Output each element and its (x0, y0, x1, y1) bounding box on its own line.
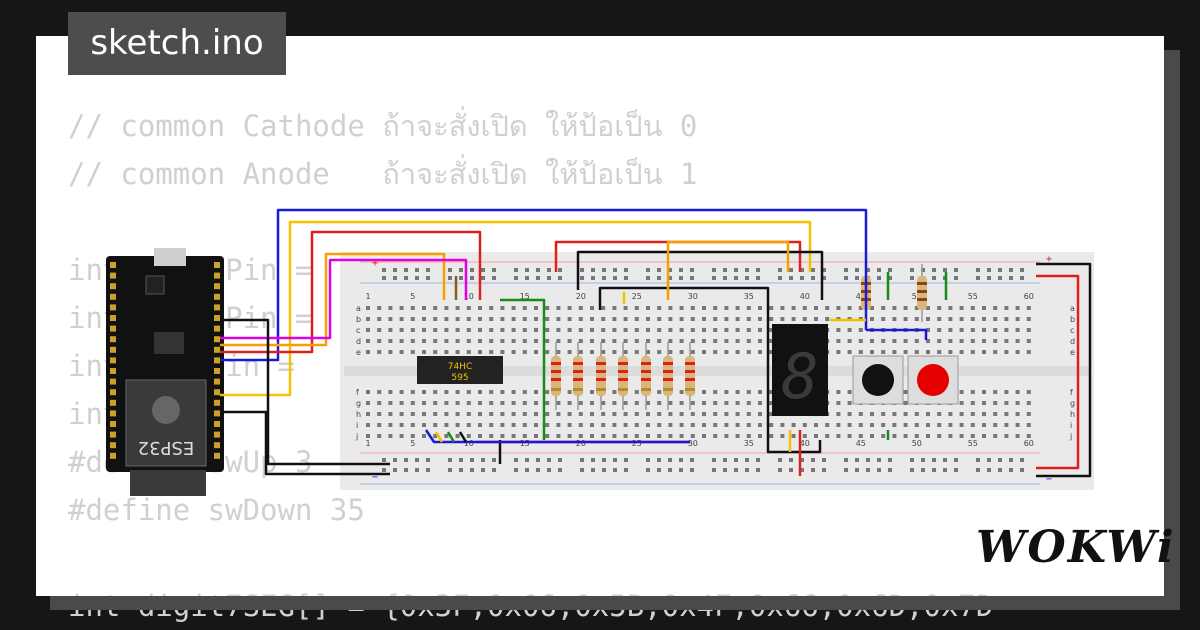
seven-segment-digit: 8 (781, 340, 818, 413)
row-label: j (1069, 432, 1072, 441)
row-label: h (356, 410, 361, 419)
column-label: 30 (688, 292, 698, 301)
column-label: 20 (576, 292, 586, 301)
row-label: i (356, 421, 358, 430)
row-label: e (356, 348, 361, 357)
row-label: f (356, 388, 359, 397)
row-label: d (1070, 337, 1075, 346)
row-label: g (356, 399, 361, 408)
row-label: c (356, 326, 360, 335)
code-line: // common Anode ถ้าจะสั่งเปิด ให้ป้อเป็น… (68, 157, 698, 191)
wires (220, 208, 1092, 478)
breadboard-column-labels: 1155101015152020252530303535404045455050… (365, 292, 1033, 448)
row-label: b (1070, 315, 1075, 324)
file-tab[interactable]: sketch.ino (68, 12, 286, 75)
row-label: f (1070, 388, 1073, 397)
row-label: a (1070, 304, 1075, 313)
column-label: 1 (365, 292, 370, 301)
resistor-array (551, 264, 927, 410)
row-label: c (1070, 326, 1074, 335)
esp32-label: ESP32 (138, 437, 195, 458)
column-label: 45 (856, 439, 866, 448)
column-label: 25 (632, 292, 642, 301)
column-label: 30 (688, 439, 698, 448)
row-label: h (1070, 410, 1075, 419)
column-label: 35 (744, 292, 754, 301)
seven-segment-display[interactable]: 8 (772, 324, 828, 416)
row-label: e (1070, 348, 1075, 357)
row-label: a (356, 304, 361, 313)
column-label: 1 (365, 439, 370, 448)
column-label: 60 (1024, 292, 1034, 301)
wokwi-logo: WOKWi (976, 522, 1176, 573)
power-rail-plus-sign-right: + (1046, 254, 1052, 265)
column-label: 15 (520, 439, 530, 448)
column-label: 50 (912, 292, 922, 301)
column-label: 15 (520, 292, 530, 301)
chip-label-line1: 74HC (448, 362, 473, 372)
column-label: 50 (912, 439, 922, 448)
esp32-pin-headers (110, 262, 220, 459)
column-label: 35 (744, 439, 754, 448)
power-rail-minus-sign-right: − (1046, 474, 1052, 485)
row-label: g (1070, 399, 1075, 408)
card-shadow-bottom (50, 596, 1180, 610)
shift-register-chip[interactable]: 74HC 595 (417, 356, 503, 384)
row-label: i (1070, 421, 1072, 430)
row-label: d (356, 337, 361, 346)
code-line: // common Cathode ถ้าจะสั่งเปิด ให้ป้อเป… (68, 109, 698, 143)
pushbutton-black[interactable] (852, 355, 904, 405)
column-label: 40 (800, 292, 810, 301)
chip-label-line2: 595 (451, 373, 468, 383)
column-label: 5 (410, 439, 415, 448)
code-line: #define swDown 35 (68, 493, 365, 527)
row-label: b (356, 315, 361, 324)
column-label: 10 (464, 439, 474, 448)
card-shadow-right (1164, 50, 1180, 610)
column-label: 55 (968, 439, 978, 448)
column-label: 60 (1024, 439, 1034, 448)
column-label: 45 (856, 292, 866, 301)
column-label: 5 (410, 292, 415, 301)
row-label: j (355, 432, 358, 441)
column-label: 20 (576, 439, 586, 448)
column-label: 25 (632, 439, 642, 448)
power-rail-minus-sign: − (372, 472, 378, 483)
power-rail-plus-sign: + (372, 258, 378, 269)
pushbutton-red[interactable] (907, 355, 959, 405)
column-label: 10 (464, 292, 474, 301)
column-label: 55 (968, 292, 978, 301)
column-label: 40 (800, 439, 810, 448)
esp32-board[interactable]: ESP32 (106, 248, 224, 496)
